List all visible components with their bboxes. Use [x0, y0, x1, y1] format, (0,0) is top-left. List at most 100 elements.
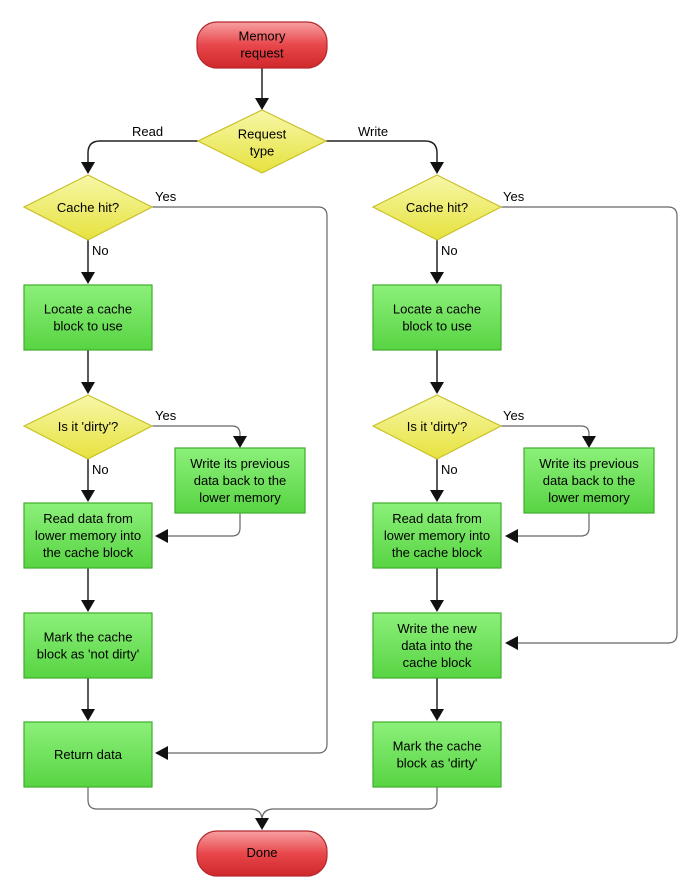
- node-label-line: Memory: [239, 29, 286, 44]
- arrowhead: [81, 709, 95, 721]
- write-writeback-process-shape: [523, 447, 655, 514]
- edge-label-write: Write: [358, 124, 388, 139]
- read-cache-hit-decision-shape: [22, 174, 154, 241]
- arrowhead: [81, 162, 95, 174]
- request-type-decision-shape: [196, 109, 328, 174]
- node-label-line: lower memory: [548, 490, 630, 505]
- read-locate-process-shape: [23, 284, 153, 351]
- arrowhead: [582, 436, 596, 448]
- node-label-line: lower memory: [199, 490, 281, 505]
- node-label-line: Read data from: [392, 511, 482, 526]
- node-label-line: data back to the: [194, 473, 287, 488]
- read-locate-label: Locate a cache block to use: [44, 302, 132, 334]
- node-label-line: Cache hit?: [406, 200, 468, 215]
- arrowhead: [430, 272, 444, 284]
- node-label-line: request: [240, 46, 284, 61]
- node-label-line: lower memory into: [384, 528, 490, 543]
- node-label-line: block to use: [53, 319, 122, 334]
- edge-label-read-hit-no: No: [92, 243, 109, 258]
- read-writeback-process-shape: [174, 447, 306, 514]
- write-mark-dirty-process-shape: [372, 721, 502, 788]
- node-label-line: Write the new: [397, 621, 477, 636]
- edge-write-writeback-to-read: [518, 513, 590, 537]
- read-return-process-shape: [23, 721, 153, 788]
- edge-read-dirty-yes: [152, 425, 241, 440]
- edge-label-read-dirty-yes: Yes: [155, 408, 177, 423]
- read-mark-not-dirty-label: Mark the cache block as 'not dirty': [37, 630, 140, 662]
- arrowhead: [505, 529, 518, 543]
- node-label-line: Write its previous: [190, 456, 290, 471]
- arrowhead: [430, 490, 444, 502]
- edge-read-return-to-done: [87, 787, 263, 821]
- read-mark-not-dirty-process-shape: [23, 612, 153, 679]
- write-cache-hit-decision-shape: [371, 174, 503, 241]
- node-label-line: block to use: [402, 319, 471, 334]
- node-label-line: data back to the: [543, 473, 636, 488]
- nodes: Memory request Done Request type Cache hit…: [22, 21, 655, 877]
- arrowhead: [81, 600, 95, 612]
- write-read-data-label: Read data from lower memory into the cache…: [384, 511, 490, 560]
- node-label-line: Mark the cache: [44, 630, 133, 645]
- node-label-line: data into the: [401, 638, 473, 653]
- write-locate-label: Locate a cache block to use: [393, 302, 481, 334]
- node-label-line: Write its previous: [539, 456, 639, 471]
- node-label-line: Return data: [54, 747, 123, 762]
- edge-write-branch: [326, 140, 438, 166]
- request-type-decision-label: Request type: [238, 127, 287, 159]
- edge-read-branch: [87, 140, 198, 166]
- write-cache-hit-label: Cache hit?: [406, 200, 468, 215]
- node-label-line: Locate a cache: [393, 302, 481, 317]
- edge-label-write-dirty-yes: Yes: [503, 408, 525, 423]
- edge-label-write-dirty-no: No: [441, 462, 458, 477]
- node-label-line: Locate a cache: [44, 302, 132, 317]
- arrowhead: [81, 272, 95, 284]
- read-read-data-label: Read data from lower memory into the cache…: [35, 511, 141, 560]
- arrowhead: [81, 382, 95, 394]
- arrowhead: [233, 436, 247, 448]
- start-terminal-label: Memory request: [239, 29, 286, 61]
- arrowhead: [155, 746, 168, 760]
- done-terminal-label: Done: [246, 845, 277, 860]
- arrowhead: [430, 382, 444, 394]
- write-read-data-process-shape: [372, 502, 502, 569]
- write-locate-process-shape: [372, 284, 502, 351]
- write-new-data-process-shape: [372, 612, 502, 679]
- read-read-data-process-shape: [23, 502, 153, 569]
- node-label-line: block as 'dirty': [397, 756, 478, 771]
- read-cache-hit-label: Cache hit?: [57, 200, 119, 215]
- node-label-line: block as 'not dirty': [37, 647, 140, 662]
- node-label-line: Mark the cache: [393, 739, 482, 754]
- node-label-line: type: [250, 144, 275, 159]
- edge-label-read: Read: [132, 124, 163, 139]
- arrowhead: [430, 600, 444, 612]
- write-dirty-decision-shape: [371, 394, 503, 460]
- start-terminal-shape: [196, 21, 328, 69]
- edges: [81, 68, 678, 830]
- edge-write-dirty-yes: [501, 425, 590, 440]
- arrowhead: [255, 818, 269, 830]
- edge-label-write-hit-no: No: [441, 243, 458, 258]
- arrowhead: [81, 490, 95, 502]
- node-label-line: the cache block: [43, 545, 134, 560]
- node-label-line: Done: [246, 845, 277, 860]
- node-label-line: Is it 'dirty'?: [407, 419, 468, 434]
- arrowhead: [430, 162, 444, 174]
- write-mark-dirty-label: Mark the cache block as 'dirty': [393, 739, 482, 771]
- read-dirty-label: Is it 'dirty'?: [58, 419, 119, 434]
- node-label-line: Is it 'dirty'?: [58, 419, 119, 434]
- node-label-line: cache block: [403, 655, 472, 670]
- edge-label-read-hit-yes: Yes: [155, 189, 177, 204]
- write-writeback-label: Write its previous data back to the lower …: [539, 456, 639, 505]
- node-label-line: lower memory into: [35, 528, 141, 543]
- node-label-line: Read data from: [43, 511, 133, 526]
- arrowhead: [255, 98, 269, 110]
- read-writeback-label: Write its previous data back to the lower …: [190, 456, 290, 505]
- read-dirty-decision-shape: [22, 394, 154, 460]
- arrowhead: [430, 709, 444, 721]
- write-dirty-label: Is it 'dirty'?: [407, 419, 468, 434]
- node-label-line: the cache block: [392, 545, 483, 560]
- edge-write-hit-yes: [501, 206, 678, 644]
- edge-labels: Read Write Yes No Yes No Yes No Yes No: [92, 124, 525, 477]
- node-label-line: Request: [238, 127, 287, 142]
